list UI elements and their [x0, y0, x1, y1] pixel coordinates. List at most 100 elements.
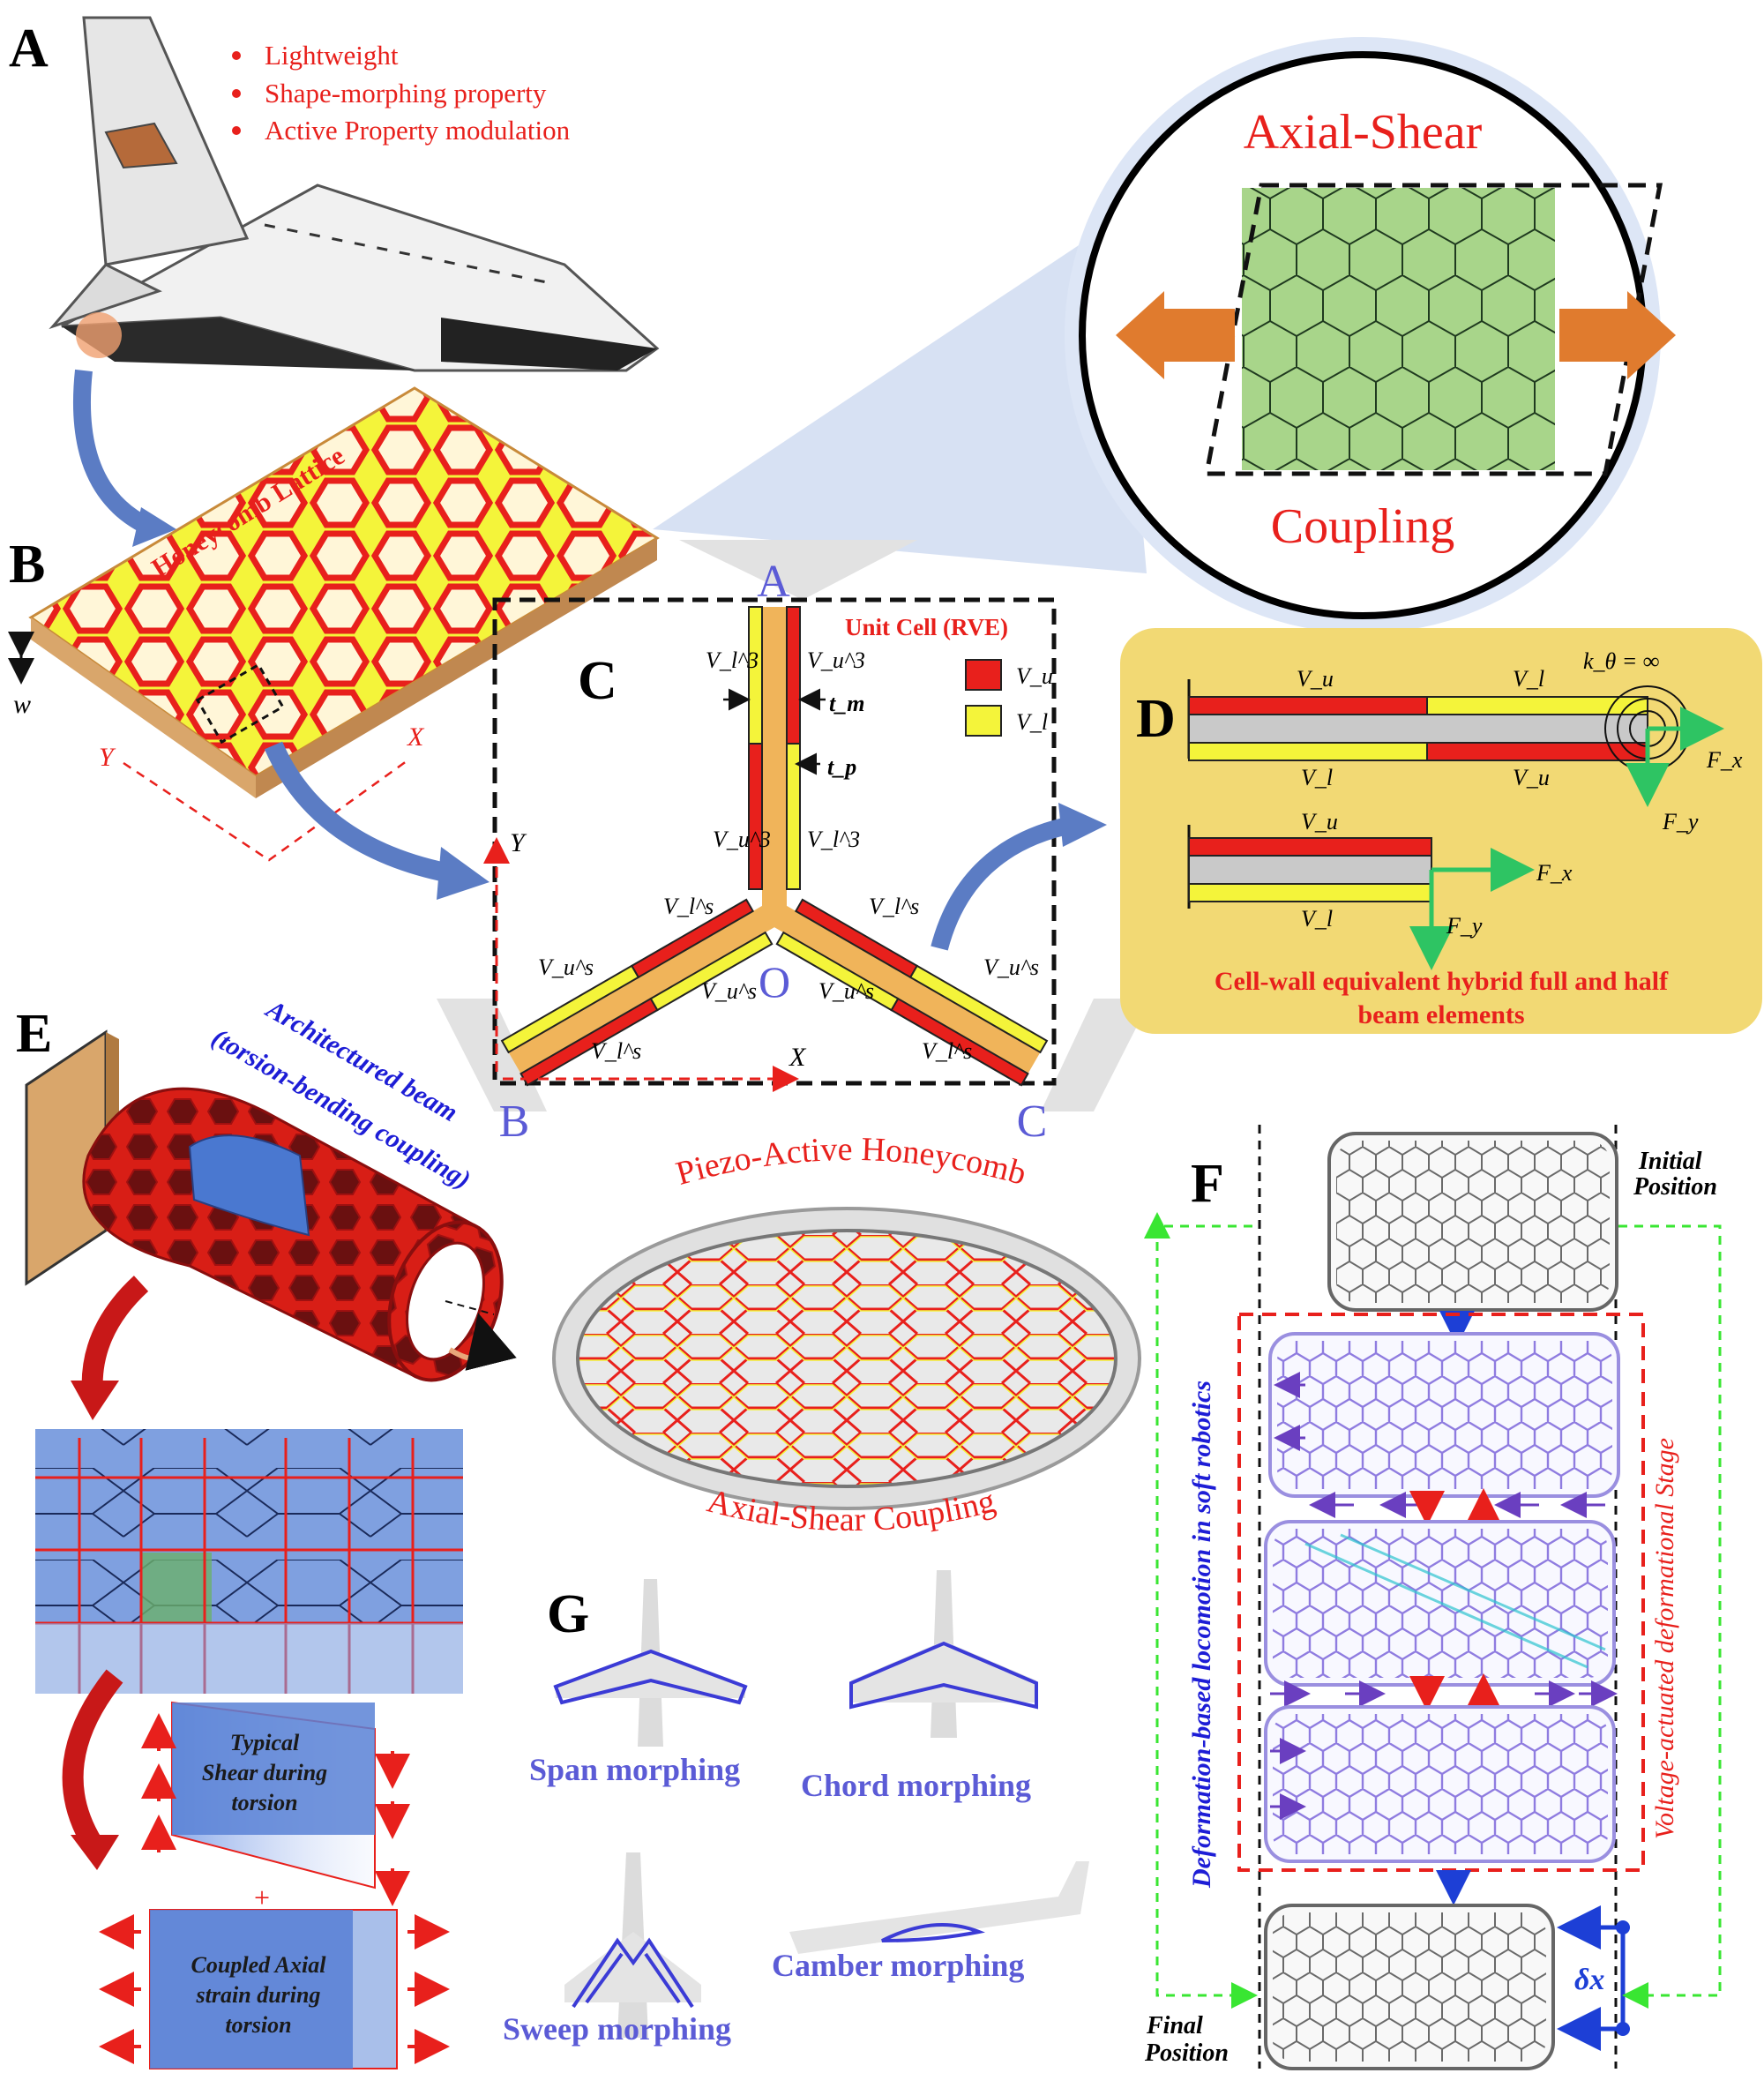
w-label: w — [13, 690, 31, 719]
d-vl-half: V_l — [1301, 906, 1333, 932]
tm-label: t_m — [829, 691, 864, 716]
panel-d: D k_θ = ∞ V_u V_l V_l V_u F_x F_y V_u — [1120, 628, 1762, 1034]
final-label-1: Final — [1146, 2012, 1203, 2039]
legend-vu-swatch — [965, 659, 1002, 691]
red-arrow-2 — [62, 1669, 123, 1850]
legend-vl-label: V_l — [1016, 709, 1048, 735]
d-fx-top: F_x — [1706, 747, 1743, 773]
b-y-label: Y — [99, 743, 116, 772]
green-rve — [141, 1553, 212, 1623]
initial-label-2: Position — [1633, 1173, 1717, 1201]
vls-left-bottom: V_l^s — [591, 1038, 641, 1064]
corner-b: B — [499, 1096, 530, 1147]
panel-b-letter: B — [9, 535, 45, 595]
panel-a: A Lightweight Shape-morphing property Ac… — [9, 16, 660, 372]
vls-right-bottom: V_l^s — [922, 1038, 972, 1064]
d-vu-bottom: V_u — [1513, 765, 1550, 790]
corner-a: A — [757, 557, 790, 607]
shear-line-1: Typical — [230, 1730, 300, 1755]
left-orange-arrow — [1116, 291, 1235, 379]
arrow-a-to-b — [72, 369, 159, 538]
zoom-title: Axial-Shear — [1244, 105, 1483, 160]
vls-left-top: V_l^s — [663, 894, 714, 919]
d-fx-half: F_x — [1536, 860, 1573, 886]
panel-d-letter: D — [1136, 689, 1176, 749]
d-vu-half: V_u — [1301, 809, 1338, 834]
panel-a-letter: A — [9, 19, 49, 79]
panel-e: E Architectured beam (torsion-bending co… — [16, 993, 517, 2069]
sweep-plane — [564, 1852, 701, 2038]
legend-vl-swatch — [965, 705, 1002, 737]
d-vl-bottom: V_l — [1301, 765, 1333, 790]
zoom-panel: Axial-Shear Coupling — [653, 37, 1676, 633]
sweep-label: Sweep morphing — [503, 2011, 731, 2047]
piezo-panel: Piezo-Active Honeycomb Axial-Shear Coupl… — [552, 1131, 1141, 1538]
vu3-top: V_u^3 — [807, 647, 865, 673]
svg-text:Piezo-Active Honeycomb: Piezo-Active Honeycomb — [672, 1131, 1030, 1193]
lattice-axes — [123, 757, 411, 862]
panel-a-bullets: Lightweight Shape-morphing property Acti… — [232, 40, 571, 146]
vu3-mid: V_u^3 — [713, 827, 771, 852]
d-fy-half: F_y — [1446, 913, 1483, 939]
piezo-top-label: Piezo-Active Honeycomb — [672, 1131, 1030, 1193]
bullet-lightweight: Lightweight — [265, 40, 399, 71]
zoom-cone — [653, 221, 1147, 573]
c-y-label: Y — [510, 828, 527, 857]
d-vu-top: V_u — [1297, 666, 1334, 692]
axial-line-1: Coupled Axial — [191, 1952, 327, 1978]
panel-g: G Span morphing Chord morphing Sweep mor… — [503, 1570, 1089, 2047]
vls-right-top: V_l^s — [869, 894, 919, 919]
d-fy-top: F_y — [1662, 809, 1699, 834]
architectured-tube — [82, 1087, 478, 1379]
plus-sign: + — [254, 1882, 270, 1913]
vl3-mid: V_l^3 — [807, 827, 860, 852]
camber-label: Camber morphing — [772, 1948, 1024, 1983]
red-arrow-1 — [81, 1276, 149, 1395]
arrow-c-to-d — [931, 816, 1074, 951]
blue-patch — [188, 1134, 310, 1237]
stiffness-label: k_θ = ∞ — [1583, 648, 1659, 674]
d-vl-top: V_l — [1513, 666, 1544, 692]
d-caption-1: Cell-wall equivalent hybrid full and hal… — [1215, 967, 1669, 996]
legend-vu-label: V_u — [1016, 663, 1053, 689]
corner-c: C — [1017, 1096, 1048, 1147]
panel-c: A B C C Unit Cell (RVE) V_u V_l — [437, 540, 1151, 1147]
right-orange-arrow — [1559, 291, 1676, 379]
vertical-beam-core — [762, 607, 787, 914]
panel-c-letter: C — [578, 651, 617, 711]
delta-label: δx — [1574, 1964, 1604, 1996]
panel-f: F Initial Position — [1144, 1125, 1722, 2070]
left-vertical-label: Deformation-based locomotion in soft rob… — [1187, 1381, 1216, 1889]
panel-f-letter: F — [1191, 1154, 1224, 1214]
shear-line-2: Shear during — [202, 1760, 327, 1785]
b-x-label: X — [407, 722, 425, 752]
axial-line-2: strain during — [196, 1982, 321, 2008]
shear-line-3: torsion — [231, 1790, 297, 1815]
space-shuttle-image — [49, 16, 660, 372]
final-label-2: Position — [1144, 2039, 1229, 2067]
right-vertical-label: Voltage-actuated deformational Stage — [1650, 1438, 1679, 1839]
panel-e-letter: E — [16, 1004, 52, 1064]
locomotion-loop — [1155, 1224, 1258, 2009]
arrow-b-to-c — [264, 741, 452, 883]
origin-label: O — [759, 957, 790, 1007]
panel-g-letter: G — [547, 1584, 589, 1644]
bullet-shape-morphing: Shape-morphing property — [265, 78, 547, 109]
vus-right-outer: V_u^s — [983, 954, 1039, 980]
initial-label-1: Initial — [1638, 1148, 1702, 1175]
span-plane — [553, 1579, 748, 1747]
beam-labels: V_l^3 V_u^3 t_m t_p V_u^3 V_l^3 V_l^s V_… — [538, 647, 1039, 1064]
voltage-stage-box — [1237, 1313, 1645, 1872]
axial-line-3: torsion — [225, 2012, 291, 2038]
unit-cell-label: Unit Cell (RVE) — [845, 614, 1008, 640]
vus-left-outer: V_u^s — [538, 954, 594, 980]
camber-plane — [789, 1861, 1089, 1954]
honeycomb-lattice — [28, 386, 660, 778]
vus-left-inner: V_u^s — [701, 978, 757, 1004]
chord-label: Chord morphing — [801, 1768, 1031, 1803]
lattice-selection — [195, 662, 285, 745]
chord-plane — [849, 1570, 1038, 1738]
vus-right-inner: V_u^s — [818, 978, 874, 1004]
shuttle-highlight-marker — [76, 312, 122, 358]
